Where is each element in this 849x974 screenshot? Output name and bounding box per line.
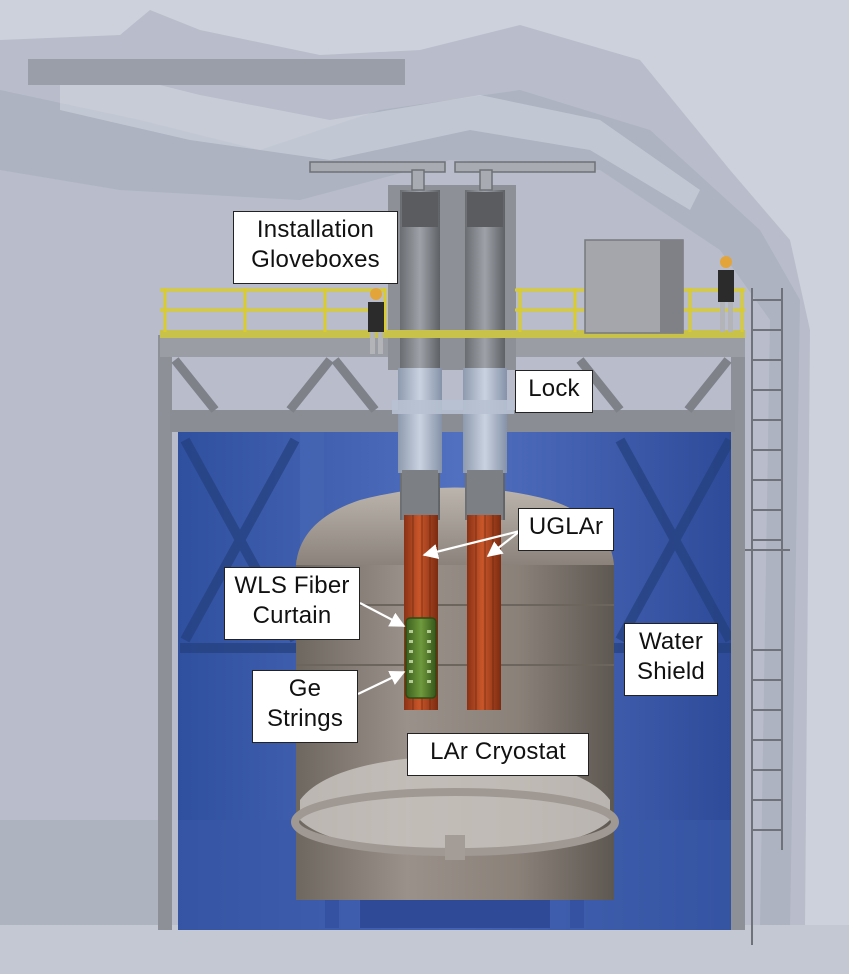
platform-deck (160, 330, 745, 338)
label-ge-strings: Ge Strings (252, 670, 358, 743)
equipment-cabinet-side (660, 240, 683, 333)
lock-right (463, 368, 507, 473)
label-lock-text: Lock (528, 375, 580, 402)
ladder (745, 288, 790, 945)
label-water-line1: Water (638, 628, 704, 655)
arrow-ge-strings (357, 671, 406, 695)
crane-rail (309, 161, 596, 191)
label-lar-cryostat: LAr Cryostat (407, 733, 589, 776)
label-uglar-text: UGLAr (528, 513, 604, 540)
cavern-floor (0, 925, 849, 974)
label-lock: Lock (515, 370, 593, 413)
arrow-uglar-right (486, 530, 521, 557)
label-uglar: UGLAr (518, 508, 614, 551)
label-wls-line1: WLS Fiber (234, 572, 350, 599)
label-installation-line1: Installation (256, 216, 375, 243)
glovebox-top-left (402, 192, 438, 227)
cavern-highlight (60, 60, 700, 210)
cryostat-inner-dome (300, 755, 610, 852)
label-installation-gloveboxes: Installation Gloveboxes (233, 211, 398, 284)
steel-frame (158, 335, 745, 930)
person-right (718, 256, 734, 332)
arrow-wls-fiber (359, 602, 406, 627)
glovebox-top-right (467, 192, 503, 227)
label-wls-fiber-curtain: WLS Fiber Curtain (224, 567, 360, 640)
frame-bracing (171, 357, 732, 413)
ge-detector-marks (409, 630, 431, 683)
ge-strings-array (405, 617, 437, 699)
lock-flange (392, 400, 514, 414)
label-water-line2: Shield (637, 658, 705, 685)
label-installation-line2: Gloveboxes (251, 246, 380, 273)
platform-railing (160, 288, 745, 332)
arrow-uglar-left (422, 529, 521, 560)
neck-right (467, 470, 503, 520)
cryostat-bottom-stem (445, 835, 465, 860)
label-ge-line2: Strings (266, 705, 344, 732)
uglar-tube-right (467, 515, 501, 710)
lock-left (398, 368, 442, 473)
cavern-floor-left (0, 820, 170, 930)
ceiling-beam (28, 59, 405, 85)
neck-left (402, 470, 438, 520)
cryostat-stand (325, 900, 584, 928)
cavern-shading (0, 90, 800, 930)
label-water-shield: Water Shield (624, 623, 718, 696)
label-lar-text: LAr Cryostat (430, 738, 566, 765)
callout-arrows (357, 529, 521, 695)
label-ge-line1: Ge (288, 675, 322, 702)
label-wls-line2: Curtain (252, 602, 332, 629)
person-left (368, 288, 384, 354)
